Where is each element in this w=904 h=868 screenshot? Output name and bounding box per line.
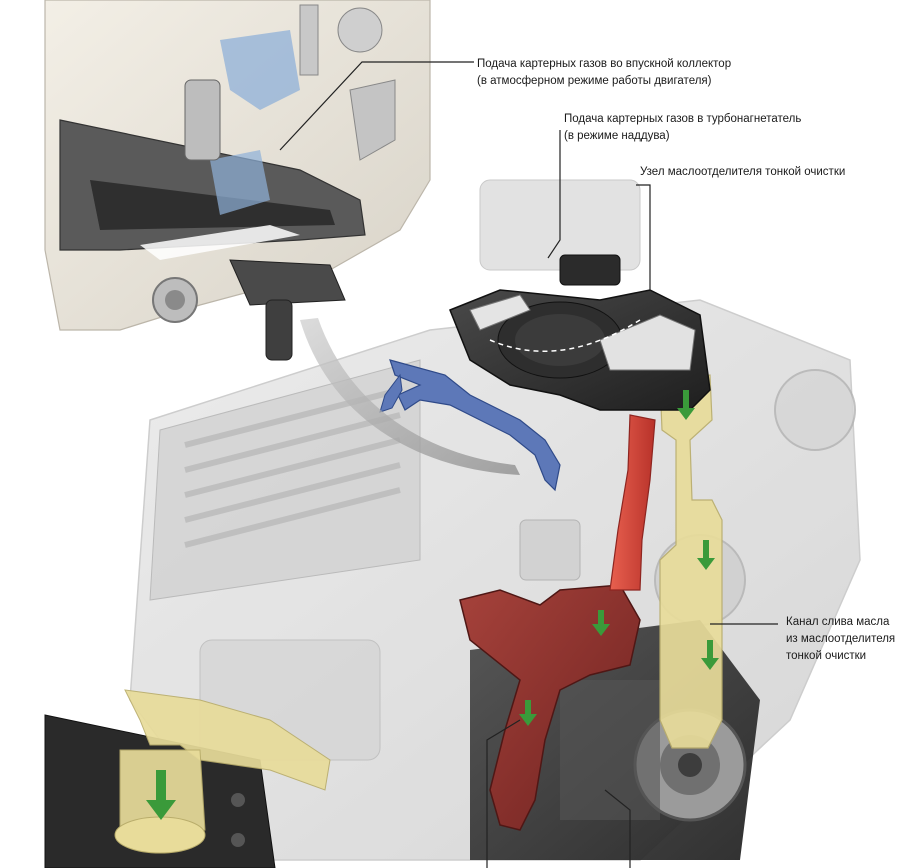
fine-oil-separator-unit	[449, 254, 711, 411]
callout-turbocharger-line2: (в режиме наддува)	[564, 130, 670, 142]
crankcase-gas-pipe	[609, 414, 656, 591]
oil-drain-channel	[659, 374, 723, 749]
leader-bottom-a	[486, 719, 521, 868]
callout-oil-drain-line1: Канал слива масла	[786, 616, 890, 628]
leader-bottom-b	[604, 789, 631, 868]
swoosh-arc	[300, 318, 520, 475]
callout-oil-drain-line2: из маслоотделителя	[786, 633, 896, 645]
oil-separator-housing	[459, 584, 641, 831]
callout-fine-separator-line1: Узел маслоотделителя тонкой очистки	[640, 166, 846, 178]
callout-oil-drain-channel: Канал слива масла из маслоотделителя тон…	[786, 614, 895, 665]
callout-intake-manifold-line1: Подача картерных газов во впускной колле…	[477, 58, 732, 70]
callout-fine-separator: Узел маслоотделителя тонкой очистки	[640, 164, 845, 181]
callout-intake-manifold: Подача картерных газов во впускной колле…	[477, 56, 731, 90]
callout-turbocharger-line1: Подача картерных газов в турбонагнетател…	[564, 113, 802, 125]
inset-intake-detail	[44, 0, 431, 361]
callout-turbocharger: Подача картерных газов в турбонагнетател…	[564, 111, 801, 145]
leader-lines	[279, 61, 778, 868]
callout-intake-manifold-line2: (в атмосферном режиме работы двигателя)	[477, 75, 712, 87]
leader-turbocharger	[547, 130, 561, 259]
callout-oil-drain-line3: тонкой очистки	[786, 650, 867, 662]
oil-flow-arrows	[146, 390, 719, 820]
leader-fine-separator	[636, 184, 651, 290]
leader-intake-manifold	[279, 61, 474, 151]
intake-branch-pipe-left	[379, 373, 403, 413]
